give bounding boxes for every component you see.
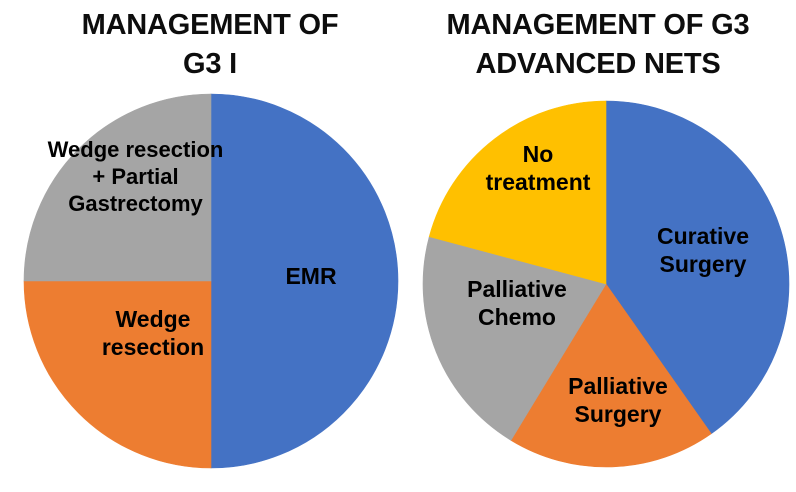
pie-slice <box>422 236 607 441</box>
pie-chart-left <box>23 93 399 469</box>
pie-chart-panel-right: MANAGEMENT OF G3 ADVANCED NETS Curative … <box>400 0 796 492</box>
pie-slice <box>428 100 607 285</box>
chart-title-left: MANAGEMENT OF G3 I <box>81 9 339 80</box>
pie-slice <box>510 283 712 468</box>
chart-title-right: MANAGEMENT OF G3 ADVANCED NETS <box>446 9 750 80</box>
pie-slice <box>23 93 212 282</box>
pie-chart-right <box>422 100 790 468</box>
pie-slice <box>210 93 399 469</box>
pie-slice <box>605 100 790 435</box>
pie-slice <box>23 280 212 469</box>
